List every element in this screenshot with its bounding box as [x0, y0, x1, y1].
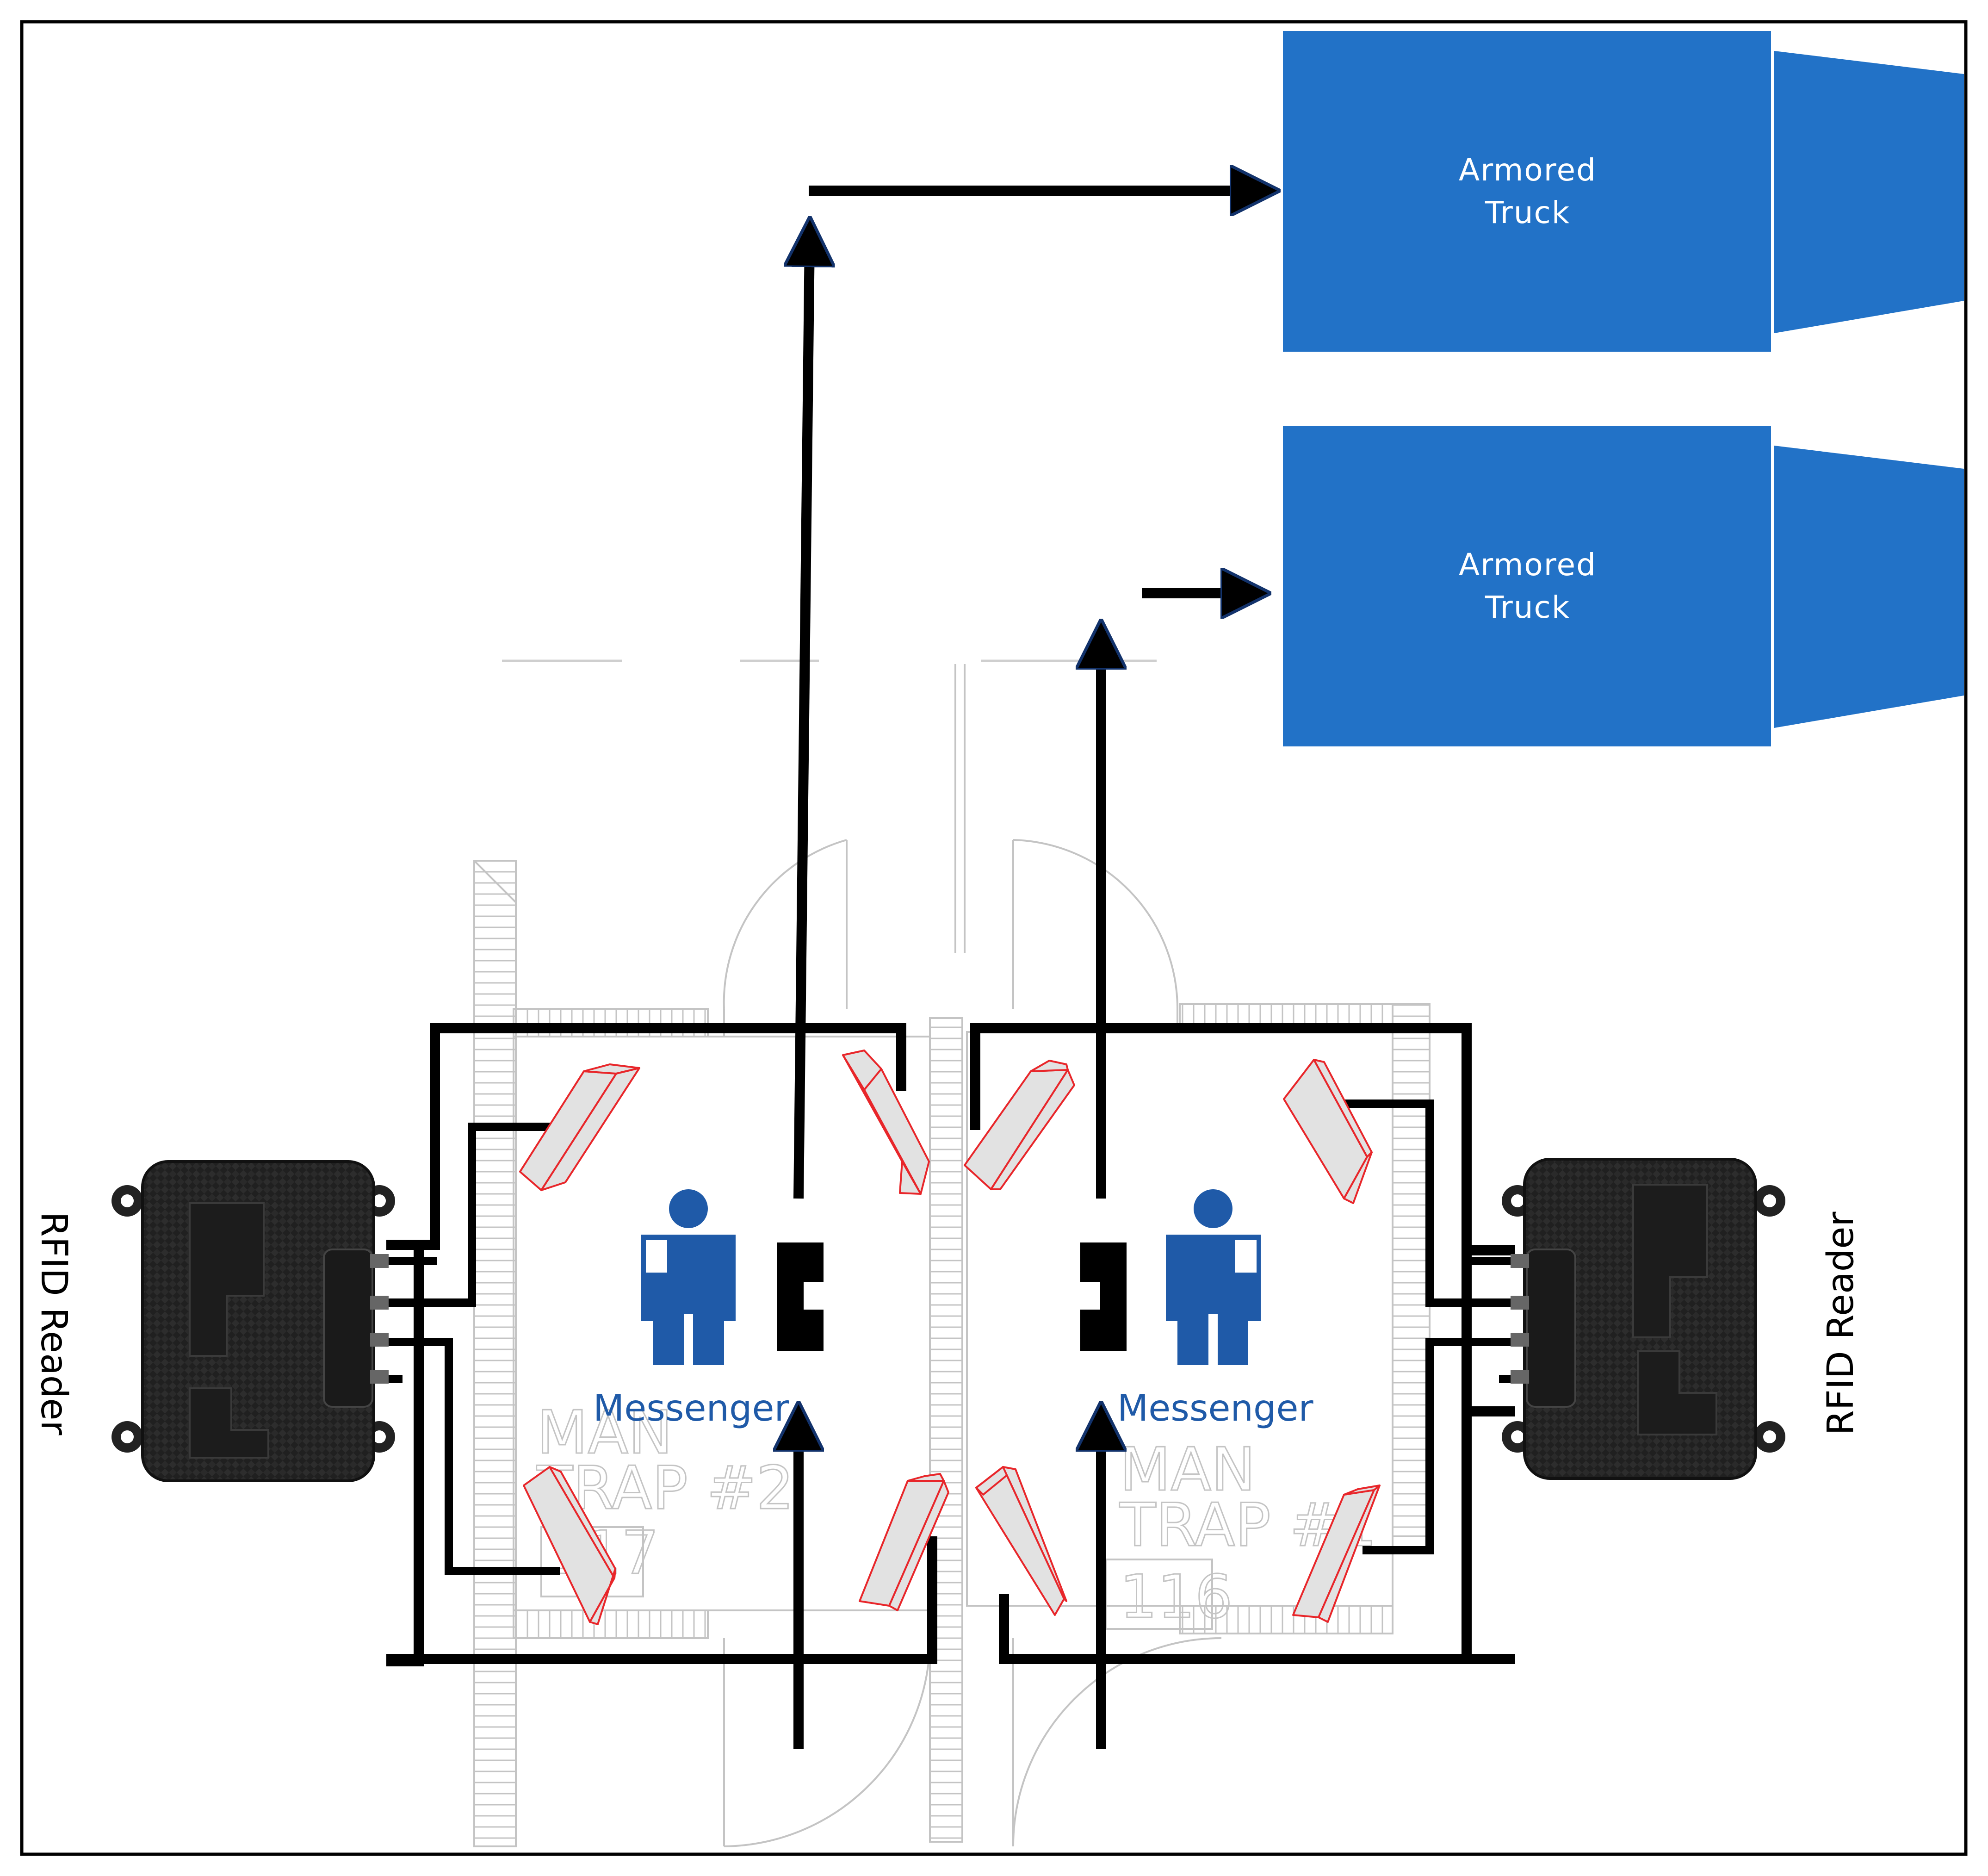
truck-label-line2: Truck [1485, 195, 1570, 230]
antenna-cables [386, 1100, 1515, 1575]
rfid-reader-icon [1502, 1158, 1785, 1480]
room-number: 116 [1120, 1563, 1232, 1632]
person-icon [1166, 1189, 1261, 1365]
floorplan-wall [1179, 1605, 1393, 1634]
floor-plan: MAN TRAP #2 117 MAN TRAP #1 116 [473, 659, 1431, 1847]
floorplan-wall [1392, 1003, 1431, 1537]
floorplan-wall [513, 1609, 709, 1639]
reader-label: RFID Reader [33, 1212, 74, 1436]
person-icon [641, 1189, 736, 1365]
armored-truck-icon: Armored Truck [1283, 426, 1964, 746]
messenger-label: Messenger [593, 1388, 789, 1429]
flow-arrow [799, 241, 810, 1199]
armored-truck-icon: Armored Truck [1283, 31, 1964, 352]
truck-label-line2: Truck [1485, 590, 1570, 625]
truck-label-line1: Armored [1459, 547, 1597, 583]
truck-label-line1: Armored [1459, 152, 1597, 188]
messenger-label: Messenger [1117, 1388, 1313, 1429]
rfid-antenna-icon [519, 1050, 1381, 1625]
diagram-border [20, 20, 1968, 1856]
turnstile-icon [1080, 1242, 1127, 1351]
room-name-line1: MAN [1120, 1435, 1256, 1504]
room-name-line1: MAN [537, 1398, 673, 1467]
rfid-reader-icon [111, 1160, 395, 1482]
flow-arrows [799, 191, 1256, 1749]
reader-label: RFID Reader [1820, 1211, 1862, 1435]
turnstile-icon [777, 1242, 824, 1351]
floorplan-wall [929, 1017, 963, 1843]
mantrap-walls [386, 1023, 1515, 1666]
floorplan-wall [473, 860, 517, 1847]
